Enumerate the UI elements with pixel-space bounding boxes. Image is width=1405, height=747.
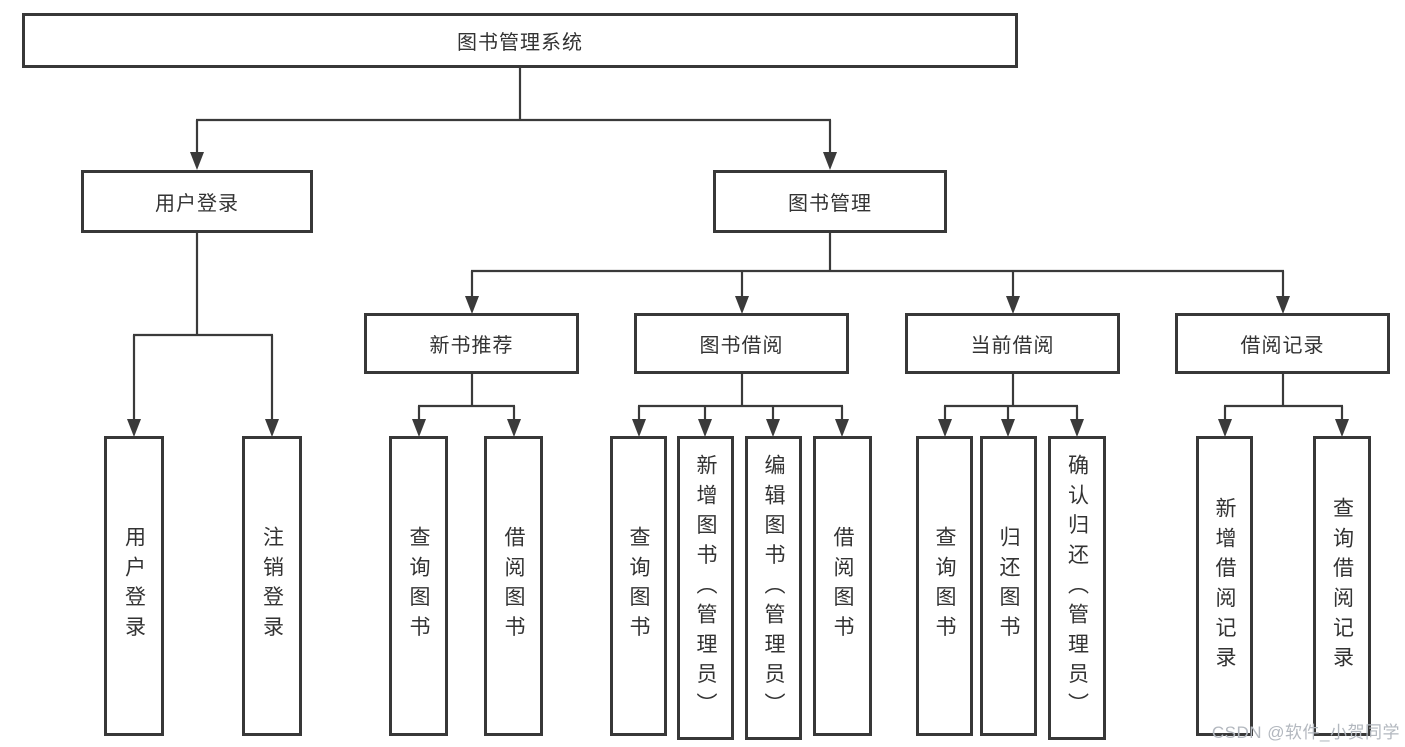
leaf-add-books-admin: 新增图书（管理员） — [677, 436, 734, 740]
leaf-query-borrow-record: 查询借阅记录 — [1313, 436, 1371, 736]
arrowheads — [127, 152, 1349, 437]
leaf-borrow-books: 借阅图书 — [813, 436, 872, 736]
leaf-confirm-return-admin: 确认归还（管理员） — [1048, 436, 1106, 740]
leaf-edit-books-admin: 编辑图书（管理员） — [745, 436, 802, 740]
leaf-add-borrow-record: 新增借阅记录 — [1196, 436, 1253, 736]
node-user-login-branch: 用户登录 — [81, 170, 313, 233]
node-new-book-recommend: 新书推荐 — [364, 313, 579, 374]
node-borrow-records: 借阅记录 — [1175, 313, 1390, 374]
leaf-return-books: 归还图书 — [980, 436, 1037, 736]
node-root-library-system: 图书管理系统 — [22, 13, 1018, 68]
leaf-borrow-query-books: 查询图书 — [610, 436, 667, 736]
leaf-user-login: 用户登录 — [104, 436, 164, 736]
leaf-logout: 注销登录 — [242, 436, 302, 736]
node-book-management-branch: 图书管理 — [713, 170, 947, 233]
leaf-current-query-books: 查询图书 — [916, 436, 973, 736]
leaf-recommend-query-books: 查询图书 — [389, 436, 448, 736]
leaf-recommend-borrow-books: 借阅图书 — [484, 436, 543, 736]
csdn-watermark: CSDN @软件_小贺同学 — [1211, 723, 1400, 742]
node-current-borrow: 当前借阅 — [905, 313, 1120, 374]
node-book-borrow: 图书借阅 — [634, 313, 849, 374]
